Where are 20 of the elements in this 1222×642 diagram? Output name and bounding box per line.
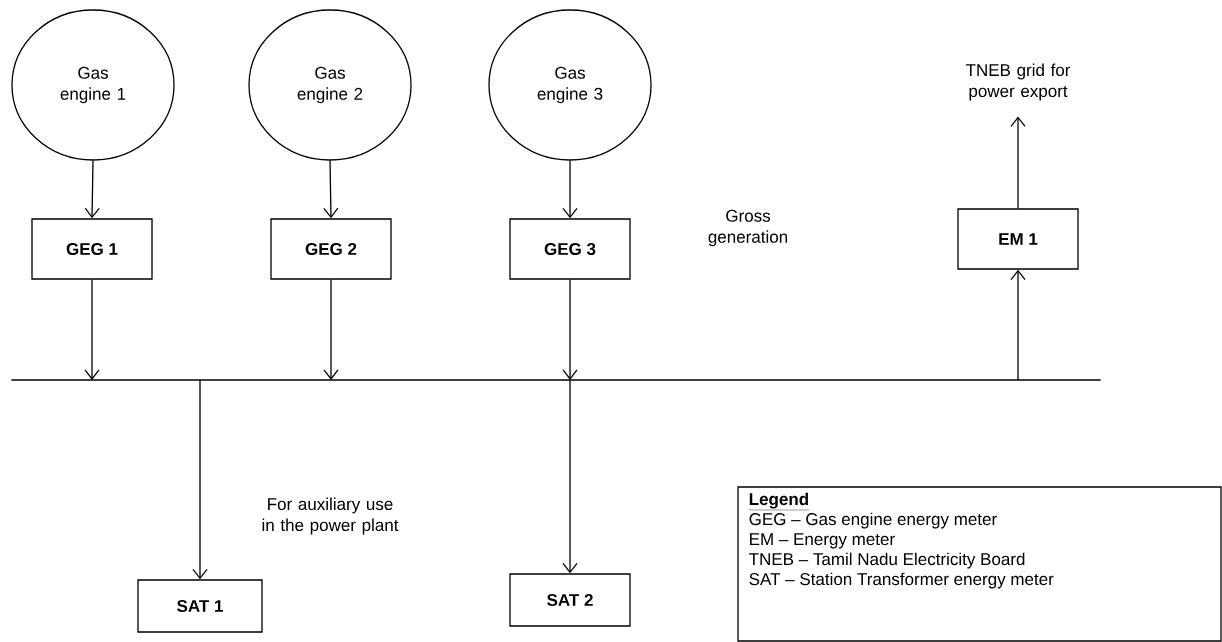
meter-box: GEG 2 [270, 218, 392, 280]
arrow [84, 160, 100, 219]
note-text: Gross generation [708, 209, 788, 247]
arrow [323, 279, 339, 380]
arrow [1010, 116, 1026, 209]
arrow [562, 160, 578, 219]
arrow [323, 160, 339, 219]
meter-box: EM 1 [957, 208, 1079, 270]
arrow [562, 279, 578, 380]
arrow [192, 379, 208, 580]
meter-box: SAT 2 [509, 573, 631, 627]
meter-box: GEG 3 [509, 218, 631, 280]
note-text: For auxiliary use in the power plant [262, 497, 399, 535]
grid-label: TNEB grid for power export [965, 63, 1071, 101]
meter-box: GEG 1 [31, 218, 153, 280]
arrow [84, 279, 100, 380]
arrow [1010, 269, 1026, 381]
meter-box: SAT 1 [137, 579, 263, 633]
legend-box: Legend GEG – Gas engine energy meter EM – Energy meter TNEB – Tamil Nadu Electricity Board SAT – Station Transformer energy meter [737, 486, 1222, 642]
arrow [562, 379, 578, 574]
